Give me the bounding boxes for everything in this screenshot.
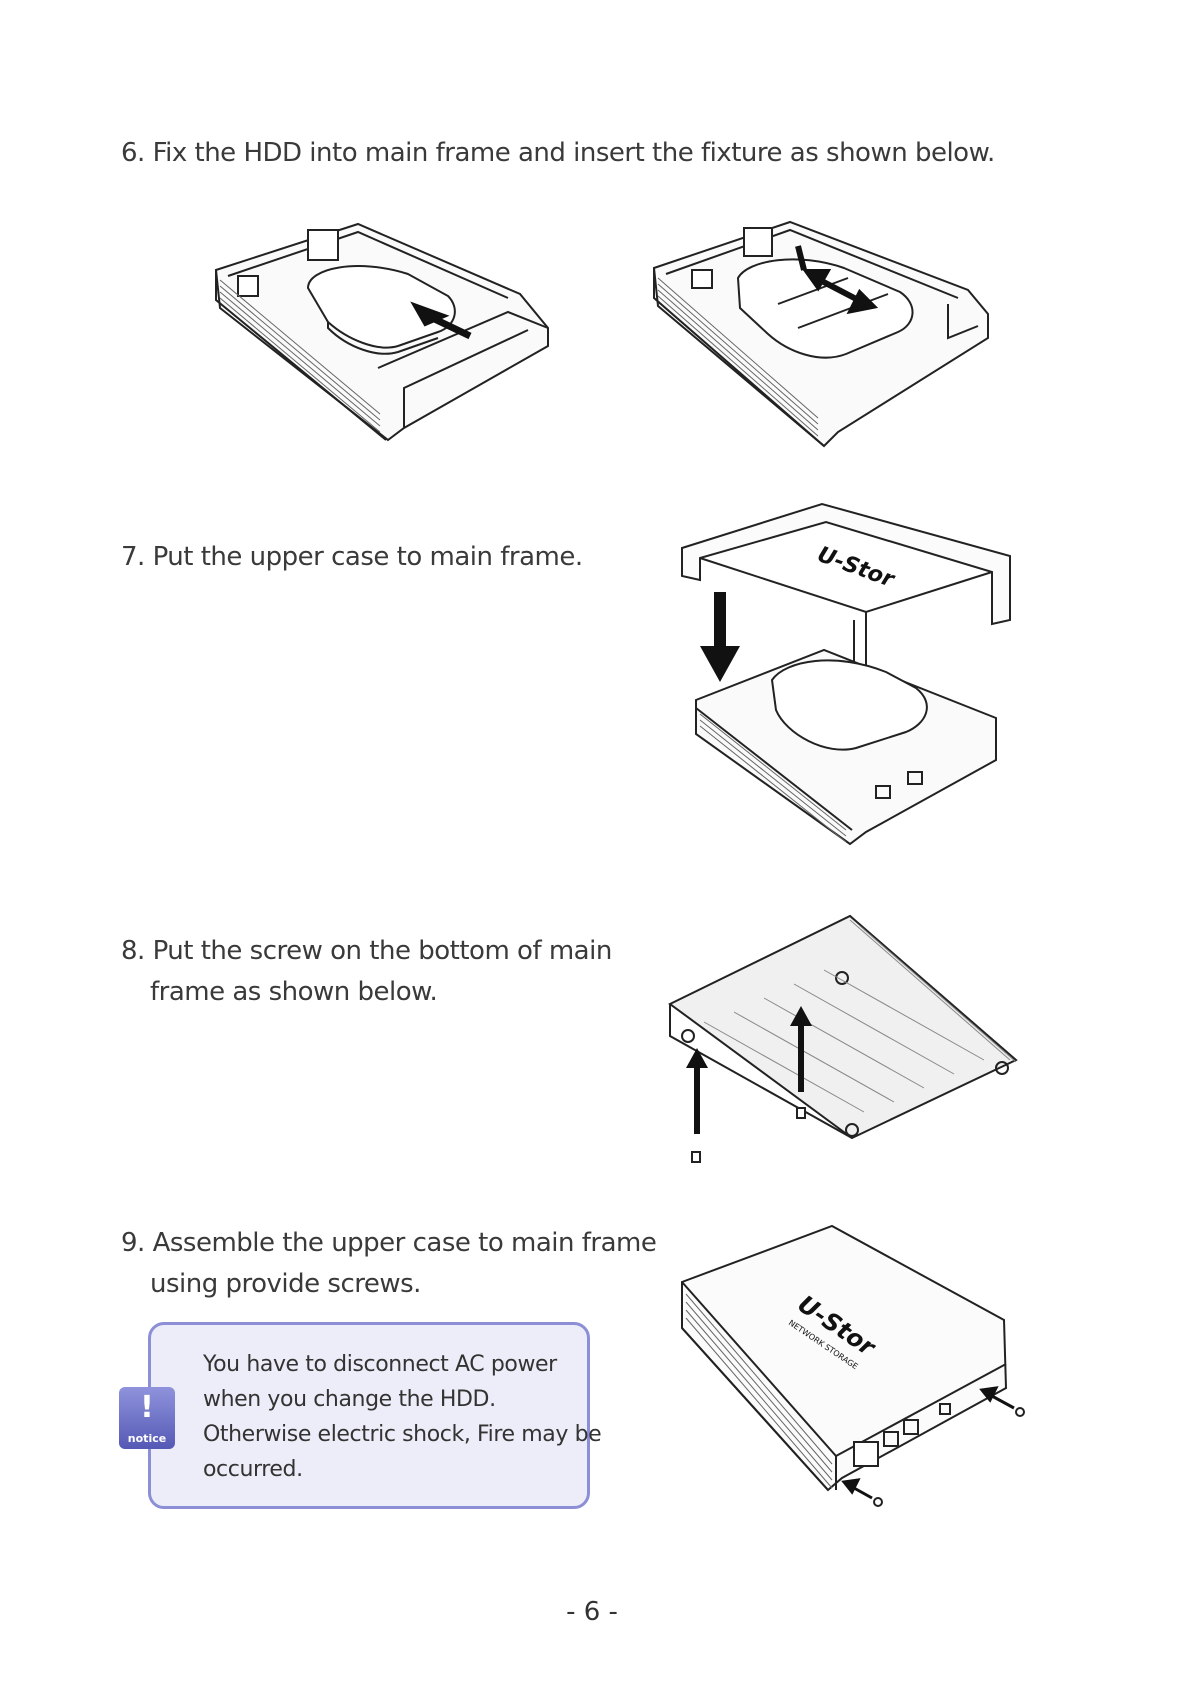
step-8-text: 8. Put the screw on the bottom of main f… [121, 931, 612, 1013]
ustor-logo: U-Stor [814, 542, 898, 593]
step-9-line-1: 9. Assemble the upper case to main frame [121, 1228, 657, 1258]
bottom-screw-illustration [668, 914, 1018, 1163]
hdd-insert-illustration [214, 222, 549, 442]
notice-mark: ! [140, 1390, 154, 1425]
notice-line-3: Otherwise electric shock, Fire may be [203, 1422, 602, 1447]
notice-text: You have to disconnect AC power when you… [203, 1347, 602, 1487]
step-6-line: 6. Fix the HDD into main frame and inser… [121, 138, 995, 168]
step-8-line-2: frame as shown below. [150, 977, 438, 1007]
notice-label: notice [127, 1432, 167, 1445]
double-arrow-icon [795, 245, 879, 315]
step-9-line-2: using provide screws. [150, 1269, 421, 1299]
step-7-line: 7. Put the upper case to main frame. [121, 542, 583, 572]
notice-line-1: You have to disconnect AC power [203, 1352, 557, 1377]
upper-case-illustration: U-Stor [681, 502, 1011, 846]
step-7-text: 7. Put the upper case to main frame. [121, 537, 583, 578]
notice-box: ! notice You have to disconnect AC power… [119, 1322, 602, 1509]
push-arrow-icon [410, 301, 472, 340]
assembled-unit-illustration: U-Stor NETWORK STORAGE [681, 1224, 1025, 1507]
notice-line-2: when you change the HDD. [203, 1387, 496, 1412]
step-6-text: 6. Fix the HDD into main frame and inser… [121, 133, 995, 174]
screw-icon [691, 1107, 806, 1163]
screw-icon-2 [873, 1407, 1025, 1507]
fixture-insert-illustration [652, 220, 989, 448]
up-arrow-icon [686, 1006, 812, 1134]
step-9-text: 9. Assemble the upper case to main frame… [121, 1223, 657, 1305]
notice-line-4: occurred. [203, 1457, 303, 1482]
notice-icon: ! notice [119, 1387, 175, 1449]
down-arrow-icon [700, 592, 740, 682]
step-8-line-1: 8. Put the screw on the bottom of main [121, 936, 612, 966]
screw-arrow-icon [841, 1386, 1015, 1500]
page-number: - 6 - [566, 1597, 618, 1627]
